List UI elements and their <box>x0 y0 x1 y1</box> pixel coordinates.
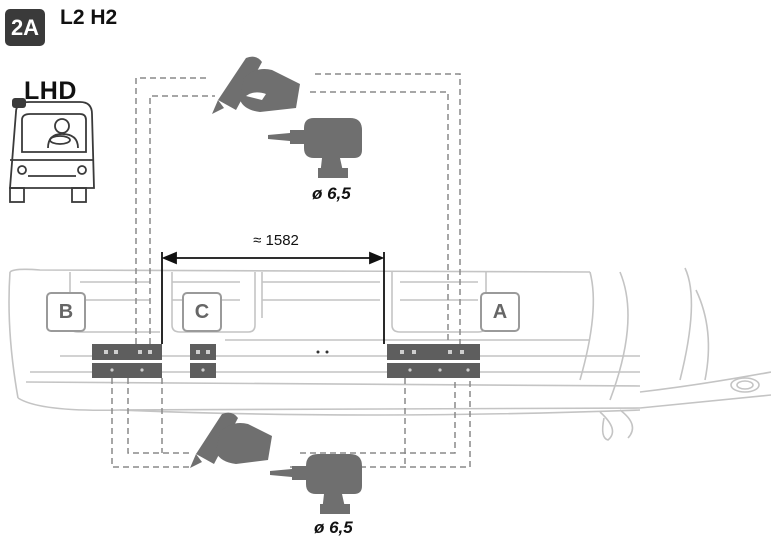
drill-icon <box>268 118 362 178</box>
marker-b: B <box>46 292 86 332</box>
van-front-icon <box>9 101 95 203</box>
cab-label: LHD <box>24 77 77 105</box>
marker-c: C <box>182 292 222 332</box>
rail-right-a <box>387 344 480 378</box>
drill-icon-bottom <box>270 454 362 514</box>
rail-left-b <box>92 344 162 378</box>
model-label: L2 H2 <box>60 6 118 29</box>
marking-pen-icon <box>212 56 300 114</box>
mirror-icon <box>12 98 26 108</box>
dimension-line <box>161 251 385 344</box>
center-dots <box>316 350 329 354</box>
drill-size-top: ø 6,5 <box>312 184 351 203</box>
marker-a: A <box>480 292 520 332</box>
drill-size-bottom: ø 6,5 <box>314 518 353 537</box>
variant-badge: 2A <box>5 9 45 46</box>
marking-pen-icon-bottom <box>190 412 272 468</box>
rail-middle-c <box>190 344 216 378</box>
dimension-label: ≈ 1582 <box>222 232 330 249</box>
dashed-guides <box>111 73 471 468</box>
